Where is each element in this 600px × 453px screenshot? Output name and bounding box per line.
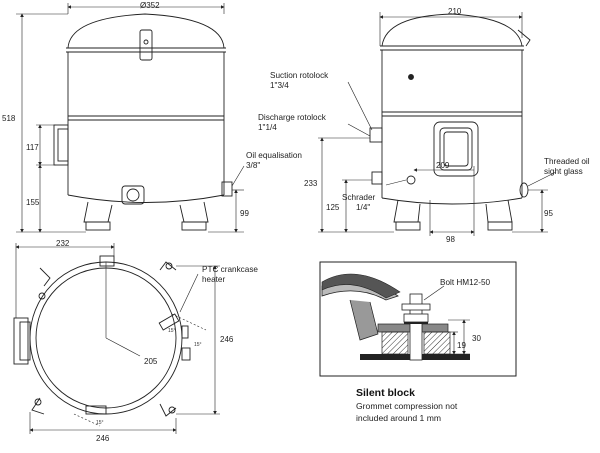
oil-equalisation-size: 3/8": [246, 161, 260, 170]
discharge-rotolock: [369, 127, 383, 143]
angle-label-a: 15°: [168, 328, 176, 334]
ptc-heater-label: PTC crankcase: [202, 265, 258, 274]
silent-block-title: Silent block: [356, 387, 415, 399]
dim-155: 155: [26, 198, 40, 207]
schrader-valve: [406, 175, 416, 185]
oil-sight-glass: [519, 182, 529, 198]
front-dome: [67, 13, 225, 49]
angle-label-b: 15°: [194, 342, 202, 348]
ptc-heater-label-2: heater: [202, 275, 225, 284]
detail-frame: [319, 261, 517, 377]
terminal-box: [53, 124, 69, 166]
dim-518: 518: [2, 114, 16, 123]
suction-rotolock: [371, 171, 383, 185]
dim-30: 30: [472, 334, 481, 343]
oil-equalisation-label: Oil equalisation: [246, 151, 302, 160]
discharge-size: 1"1/4: [258, 123, 277, 132]
silent-block-note-1: Grommet compression not: [356, 401, 458, 411]
bolt: [409, 293, 423, 361]
lifting-lug: [139, 29, 153, 61]
radius-line: [105, 337, 141, 357]
schrader-label: Schrader: [342, 193, 375, 202]
suction-size: 1"3/4: [270, 81, 289, 90]
angle-label-c: 15°: [96, 420, 104, 426]
dim-95: 95: [544, 209, 553, 218]
schrader-size: 1/4": [356, 203, 370, 212]
dim-205: 205: [144, 357, 158, 366]
dim-diameter: Ø352: [140, 1, 160, 10]
dim-233: 233: [304, 179, 318, 188]
top-view: [13, 255, 191, 417]
sight-glass-label-2: sight glass: [544, 167, 583, 176]
oil-equalisation-fitting: [221, 181, 233, 197]
front-view: [53, 13, 233, 231]
dim-246-right: 246: [220, 335, 234, 344]
terminal-box-front: [433, 121, 479, 177]
silent-block-detail: [319, 261, 517, 377]
dim-232: 232: [56, 239, 70, 248]
dim-19: 19: [457, 341, 466, 350]
sight-glass-label: Threaded oil: [544, 157, 590, 166]
dim-98: 98: [446, 235, 455, 244]
silent-block-note-2: included around 1 mm: [356, 413, 441, 423]
dim-99: 99: [240, 209, 249, 218]
suction-label: Suction rotolock: [270, 71, 329, 80]
dim-125: 125: [326, 203, 340, 212]
dim-117: 117: [26, 143, 39, 152]
oil-port: [121, 185, 145, 205]
dim-210: 210: [448, 7, 462, 16]
dim-209: 209: [436, 161, 450, 170]
discharge-label: Discharge rotolock: [258, 113, 327, 122]
top-terminal-box: [13, 317, 29, 365]
dim-246-bottom: 246: [96, 434, 110, 443]
bolt-label: Bolt HM12-50: [440, 278, 491, 287]
top-fitting: [99, 255, 115, 267]
side-view: [369, 13, 531, 231]
